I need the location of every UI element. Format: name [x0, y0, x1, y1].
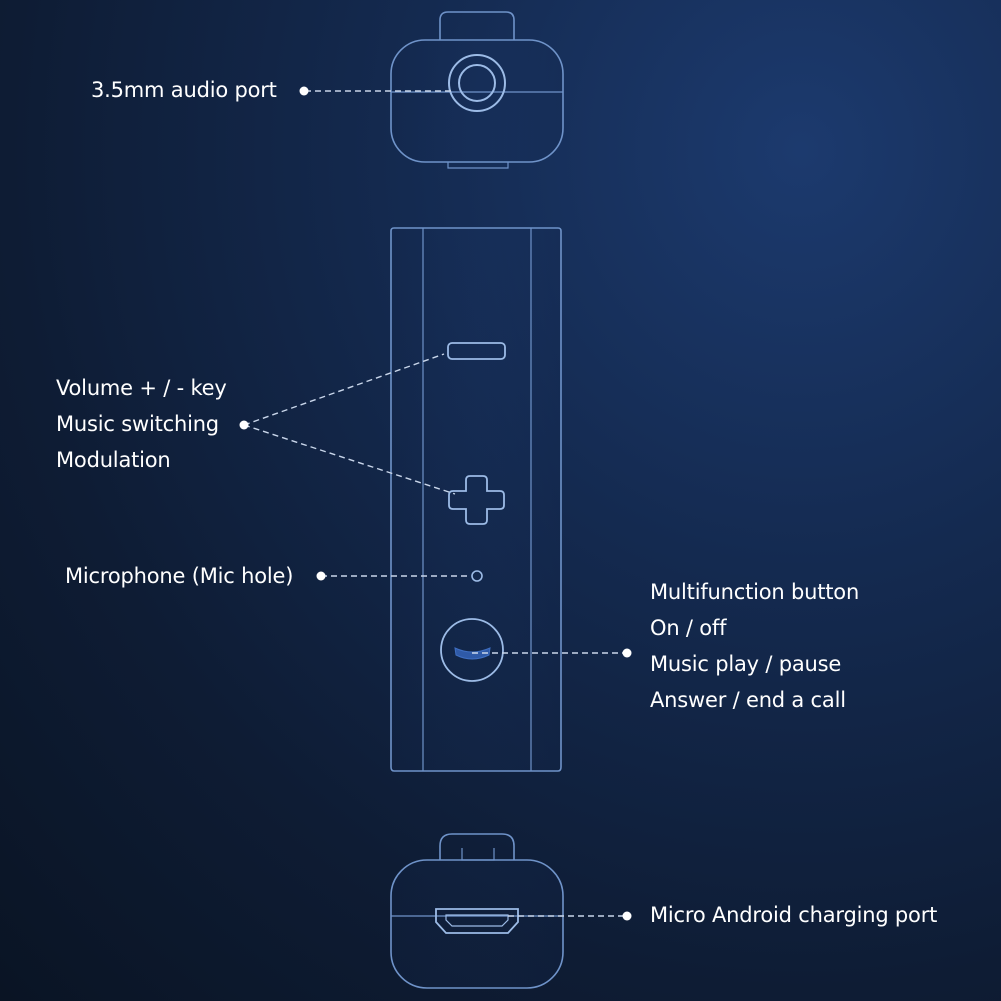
top-bottom-lip	[447, 162, 509, 169]
bottom-view-device	[390, 833, 564, 989]
dot-multifunction	[622, 648, 632, 658]
label-audio-port: 3.5mm audio port	[91, 72, 277, 108]
main-body-device	[390, 227, 562, 772]
bottom-body-outline	[390, 859, 564, 989]
label-charging-port: Micro Android charging port	[650, 897, 937, 933]
leader-volume-plus	[243, 424, 456, 495]
label-volume-key: Volume + / - key Music switching Modulat…	[56, 370, 227, 478]
top-view-device	[390, 11, 564, 169]
mic-hole	[471, 570, 483, 582]
label-charging-port-text: Micro Android charging port	[650, 903, 938, 927]
label-multifunction: Multifunction button On / off Music play…	[650, 574, 859, 718]
micro-usb-port-outer	[435, 908, 519, 934]
dot-audio-port	[299, 86, 309, 96]
multifunction-button-ring	[440, 618, 504, 682]
label-multifunction-line-3: Music play / pause	[650, 652, 842, 676]
dot-charging-port	[622, 911, 632, 921]
callout-dots	[239, 86, 632, 921]
volume-plus-key	[448, 475, 505, 525]
label-volume-line-2: Music switching	[56, 412, 219, 436]
audio-jack-inner	[458, 64, 496, 102]
leader-lines	[243, 90, 627, 917]
top-clip	[439, 11, 515, 40]
bottom-clip	[439, 833, 515, 860]
dot-volume	[239, 420, 249, 430]
leader-volume-minus	[243, 353, 445, 426]
bottom-clip-notch	[461, 848, 495, 861]
label-microphone: Microphone (Mic hole)	[65, 558, 293, 594]
main-body-outline	[390, 227, 562, 772]
label-multifunction-line-2: On / off	[650, 616, 727, 640]
micro-usb-port-inner	[445, 914, 509, 927]
audio-jack-outer	[448, 54, 506, 112]
label-multifunction-line-4: Answer / end a call	[650, 688, 846, 712]
label-microphone-text: Microphone (Mic hole)	[65, 564, 294, 588]
label-volume-line-1: Volume + / - key	[56, 376, 227, 400]
volume-minus-key	[447, 342, 506, 360]
label-multifunction-line-1: Multifunction button	[650, 580, 860, 604]
label-volume-line-3: Modulation	[56, 448, 171, 472]
dot-microphone	[316, 571, 326, 581]
label-audio-port-text: 3.5mm audio port	[91, 78, 277, 102]
